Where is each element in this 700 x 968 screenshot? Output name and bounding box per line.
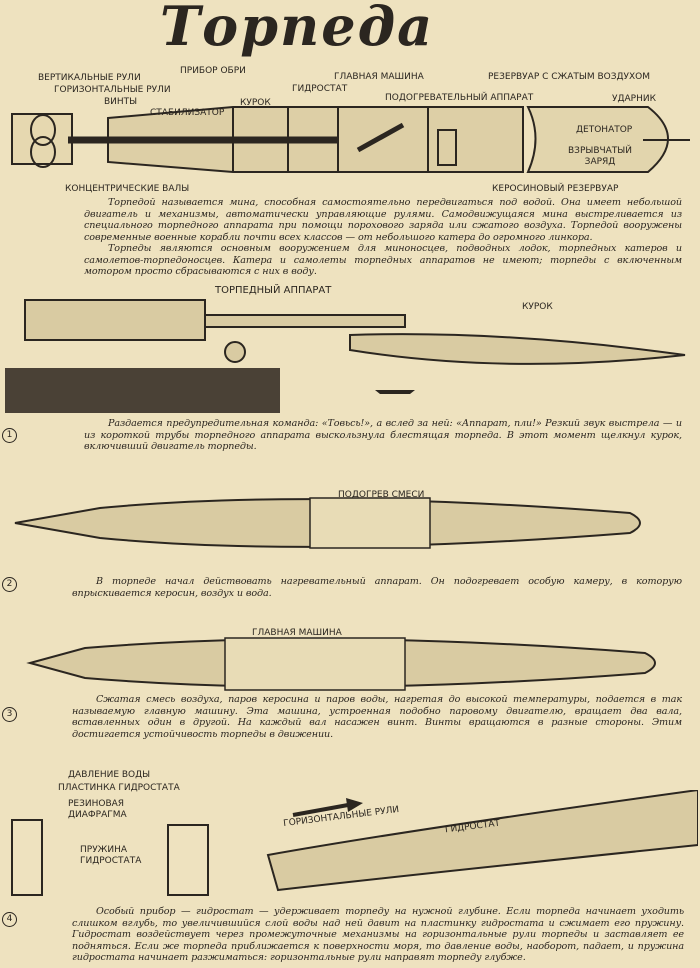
panel2-heading: ПОДОГРЕВ СМЕСИ	[338, 490, 425, 500]
panel-number: 4	[2, 912, 17, 927]
panel3-heading: ГЛАВНАЯ МАШИНА	[252, 628, 342, 638]
intro-text: Торпедой называется мина, способная само…	[84, 197, 682, 278]
hydrostat-illustration	[11, 790, 698, 896]
label-explosive-charge: ВЗРЫВЧАТЫЙ ЗАРЯД	[568, 146, 632, 167]
label-hydrostat-plate: ПЛАСТИНКА ГИДРОСТАТА	[58, 783, 180, 793]
label-striker: УДАРНИК	[612, 94, 656, 104]
panel1-trigger-label: КУРОК	[522, 302, 553, 312]
label-air-tank: РЕЗЕРВУАР С СЖАТЫМ ВОЗДУХОМ	[488, 72, 651, 82]
panel4-text: Особый прибор — гидростат — удерживает т…	[72, 906, 684, 964]
label-water-pressure: ДАВЛЕНИЕ ВОДЫ	[68, 770, 151, 780]
panel4-paragraph: Особый прибор — гидростат — удерживает т…	[72, 906, 684, 963]
torpedo-cutaway-diagram	[11, 106, 690, 173]
panel1-paragraph: Раздается предупредительная команда: «То…	[84, 418, 682, 452]
label-propellers: ВИНТЫ	[104, 97, 138, 107]
label-heater: ПОДОГРЕВАТЕЛЬНЫЙ АППАРАТ	[385, 93, 534, 103]
label-trigger: КУРОК	[240, 98, 271, 108]
torpedo-heater-illustration	[14, 497, 641, 549]
label-detonator: ДЕТОНАТОР	[576, 125, 633, 135]
label-horizontal-rudders: ГОРИЗОНТАЛЬНЫЕ РУЛИ	[54, 85, 171, 95]
label-vertical-rudders: ВЕРТИКАЛЬНЫЕ РУЛИ	[38, 73, 141, 83]
panel-number: 2	[2, 577, 17, 592]
label-main-engine: ГЛАВНАЯ МАШИНА	[334, 72, 424, 82]
panel2-text: В торпеде начал действовать нагревательн…	[72, 576, 682, 599]
panel1-heading: ТОРПЕДНЫЙ АППАРАТ	[215, 285, 332, 296]
panel-number: 1	[2, 428, 17, 443]
label-rubber-diaphragm: РЕЗИНОВАЯ ДИАФРАГМА	[68, 799, 127, 820]
label-obri-device: ПРИБОР ОБРИ	[180, 66, 246, 76]
label-kerosene-tank: КЕРОСИНОВЫЙ РЕЗЕРВУАР	[492, 184, 619, 194]
panel1-text: Раздается предупредительная команда: «То…	[84, 418, 682, 453]
torpedo-launcher-illustration	[5, 299, 686, 413]
intro-paragraph: Торпедой называется мина, способная само…	[84, 197, 682, 243]
label-stabilizer: СТАБИЛИЗАТОР	[150, 108, 225, 118]
intro-paragraph: Торпеды являются основным вооружением дл…	[84, 243, 682, 277]
torpedo-engine-illustration	[26, 637, 656, 691]
label-shafts: КОНЦЕНТРИЧЕСКИЕ ВАЛЫ	[65, 184, 190, 194]
panel3-paragraph: Сжатая смесь воздуха, паров керосина и п…	[72, 694, 682, 740]
panel3-text: Сжатая смесь воздуха, паров керосина и п…	[72, 694, 682, 740]
label-hydrostat-spring: ПРУЖИНА ГИДРОСТАТА	[80, 845, 142, 866]
panel-number: 3	[2, 707, 17, 722]
panel2-paragraph: В торпеде начал действовать нагревательн…	[72, 576, 682, 599]
page-title: Торпеда	[160, 0, 435, 58]
label-hydrostat: ГИДРОСТАТ	[292, 84, 348, 94]
